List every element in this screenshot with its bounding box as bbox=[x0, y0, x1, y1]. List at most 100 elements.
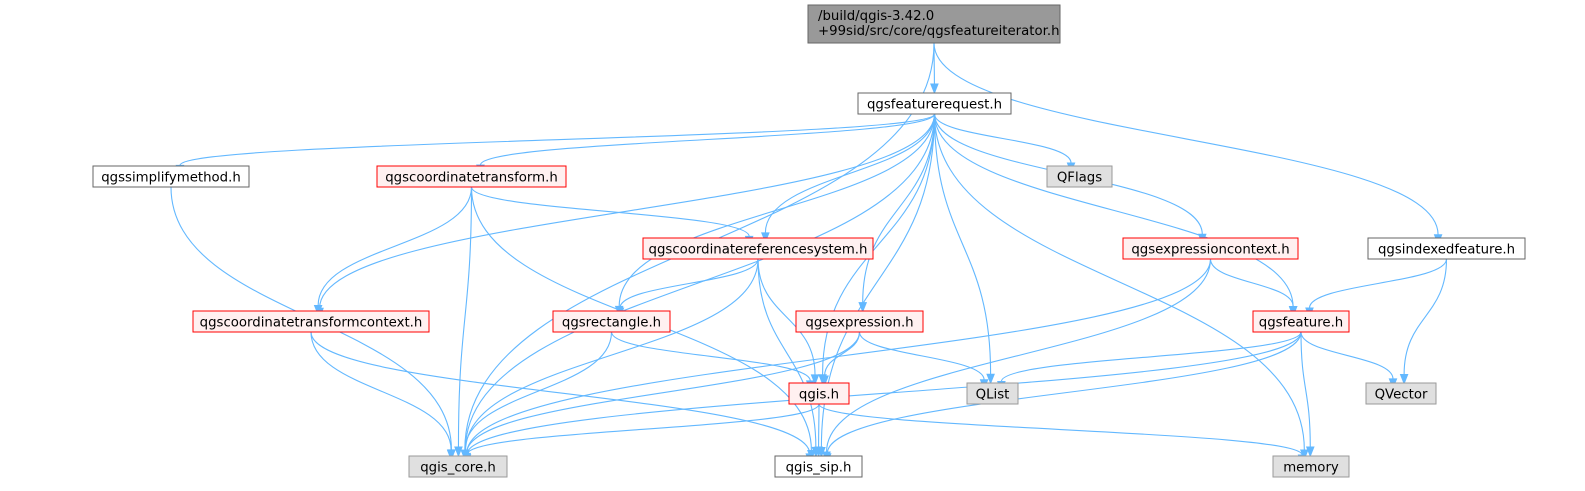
edge-arrowhead bbox=[1399, 374, 1409, 385]
node-label: memory bbox=[1283, 461, 1339, 476]
node-transformcontext[interactable]: qgscoordinatetransformcontext.h bbox=[192, 310, 430, 333]
edge-indexedfeature-to-qvector bbox=[1399, 258, 1448, 385]
node-label: /build/qgis-3.42.0 bbox=[818, 9, 934, 24]
node-label: QVector bbox=[1375, 388, 1428, 403]
edge-coordinatetransform-to-crs bbox=[470, 186, 754, 247]
node-memory[interactable]: memory bbox=[1272, 455, 1350, 478]
edge-arrowhead bbox=[313, 304, 323, 316]
node-box bbox=[857, 92, 1012, 115]
node-box bbox=[408, 455, 508, 478]
node-box bbox=[1367, 237, 1526, 260]
node-simplifymethod[interactable]: qgssimplifymethod.h bbox=[92, 165, 250, 188]
edge-arrowhead bbox=[446, 449, 456, 461]
node-expression[interactable]: qgsexpression.h bbox=[795, 310, 924, 333]
edge-featurerequest-to-qlist bbox=[933, 113, 995, 385]
node-box bbox=[642, 237, 874, 260]
edge-transformcontext-to-qgissip bbox=[310, 331, 815, 465]
edge-feature-to-qvector bbox=[1300, 331, 1398, 390]
edge-arrowhead bbox=[1299, 449, 1309, 461]
node-box bbox=[807, 4, 1061, 44]
node-label: qgscoordinatereferencesystem.h bbox=[649, 243, 868, 258]
edge-featurerequest-to-feature bbox=[933, 113, 1298, 318]
edge-indexedfeature-to-feature bbox=[1305, 258, 1448, 319]
node-box bbox=[966, 382, 1019, 405]
node-box bbox=[1046, 165, 1113, 188]
node-box bbox=[788, 382, 850, 405]
edge-arrowhead bbox=[986, 373, 995, 385]
node-label: qgsfeature.h bbox=[1259, 316, 1343, 331]
edge-featurerequest-to-qgissip bbox=[817, 113, 936, 458]
edge-expressioncontext-to-feature bbox=[1209, 258, 1298, 317]
edge-crs-to-qgis bbox=[757, 258, 820, 386]
node-rectangle[interactable]: qgsrectangle.h bbox=[552, 310, 671, 333]
nodes-layer: /build/qgis-3.42.0+99sid/src/core/qgsfea… bbox=[92, 4, 1526, 478]
node-label: qgssimplifymethod.h bbox=[101, 171, 241, 186]
edge-transformcontext-to-qgiscore bbox=[310, 331, 456, 461]
edge-arrowhead bbox=[820, 375, 829, 387]
edge-featurerequest-to-rectangle bbox=[614, 113, 936, 317]
node-label: qgscoordinatetransformcontext.h bbox=[200, 316, 423, 331]
edge-crs-to-rectangle bbox=[615, 258, 759, 319]
node-coordinatetransform[interactable]: qgscoordinatetransform.h bbox=[376, 165, 567, 188]
node-label: qgsindexedfeature.h bbox=[1378, 243, 1515, 258]
edge-coordinatetransform-to-qgiscore bbox=[454, 186, 473, 458]
node-crs[interactable]: qgscoordinatereferencesystem.h bbox=[642, 237, 874, 260]
edge-arrowhead bbox=[814, 446, 823, 458]
edge-feature-to-qgissip bbox=[822, 331, 1302, 465]
node-label: qgsfeaturerequest.h bbox=[867, 98, 1002, 113]
node-label: qgsexpression.h bbox=[805, 316, 913, 331]
node-box bbox=[1122, 237, 1299, 260]
edge-expression-to-qlist bbox=[858, 331, 989, 391]
edge-arrowhead bbox=[810, 374, 820, 386]
node-label: qgis_core.h bbox=[420, 461, 496, 476]
node-root[interactable]: /build/qgis-3.42.0+99sid/src/core/qgsfea… bbox=[807, 4, 1061, 44]
node-qgis[interactable]: qgis.h bbox=[788, 382, 850, 405]
node-label: qgsrectangle.h bbox=[562, 316, 661, 331]
node-box bbox=[376, 165, 567, 188]
edge-expression-to-qgis bbox=[820, 331, 861, 387]
node-box bbox=[552, 310, 671, 333]
edge-featurerequest-to-crs bbox=[761, 113, 936, 244]
edge-feature-to-memory bbox=[1300, 331, 1315, 458]
edge-root-to-indexedfeature bbox=[933, 42, 1443, 246]
edge-coordinatetransform-to-transformcontext bbox=[313, 186, 473, 316]
node-expressioncontext[interactable]: qgsexpressioncontext.h bbox=[1122, 237, 1299, 260]
node-label: qgsexpressioncontext.h bbox=[1131, 243, 1289, 258]
edge-featurerequest-to-qflags bbox=[933, 113, 1076, 174]
edge-rectangle-to-qgis bbox=[610, 331, 815, 392]
edge-feature-to-qgiscore bbox=[462, 331, 1302, 466]
edge-expressioncontext-to-qgissip bbox=[822, 258, 1212, 463]
node-feature[interactable]: qgsfeature.h bbox=[1252, 310, 1350, 333]
node-label: qgis.h bbox=[799, 388, 839, 403]
node-box bbox=[1252, 310, 1350, 333]
node-box bbox=[795, 310, 924, 333]
edge-featurerequest-to-simplifymethod bbox=[175, 113, 936, 176]
node-box bbox=[1272, 455, 1350, 478]
edge-featurerequest-to-memory bbox=[933, 113, 1309, 461]
node-qlist[interactable]: QList bbox=[966, 382, 1019, 405]
node-label: QList bbox=[976, 388, 1010, 403]
edge-arrowhead bbox=[454, 446, 463, 458]
node-box bbox=[774, 455, 863, 478]
node-label: qgscoordinatetransform.h bbox=[385, 171, 558, 186]
node-qflags[interactable]: QFlags bbox=[1046, 165, 1113, 188]
node-label: +99sid/src/core/qgsfeatureiterator.h bbox=[818, 24, 1060, 39]
edge-qgis-to-memory bbox=[818, 403, 1307, 466]
node-box bbox=[1365, 382, 1437, 405]
node-featurerequest[interactable]: qgsfeaturerequest.h bbox=[857, 92, 1012, 115]
node-qgissip[interactable]: qgis_sip.h bbox=[774, 455, 863, 478]
edge-featurerequest-to-coordinatetransform bbox=[476, 113, 936, 176]
edge-arrowhead bbox=[1305, 446, 1315, 458]
edge-qgis-to-qgissip bbox=[814, 403, 823, 458]
node-box bbox=[192, 310, 430, 333]
node-box bbox=[92, 165, 250, 188]
node-label: QFlags bbox=[1057, 171, 1102, 186]
node-qgiscore[interactable]: qgis_core.h bbox=[408, 455, 508, 478]
node-qvector[interactable]: QVector bbox=[1365, 382, 1437, 405]
node-label: qgis_sip.h bbox=[786, 461, 852, 476]
node-indexedfeature[interactable]: qgsindexedfeature.h bbox=[1367, 237, 1526, 260]
edge-arrowhead bbox=[930, 83, 939, 95]
edge-crs-to-qgiscore bbox=[461, 258, 759, 462]
edge-arrowhead bbox=[761, 232, 770, 244]
